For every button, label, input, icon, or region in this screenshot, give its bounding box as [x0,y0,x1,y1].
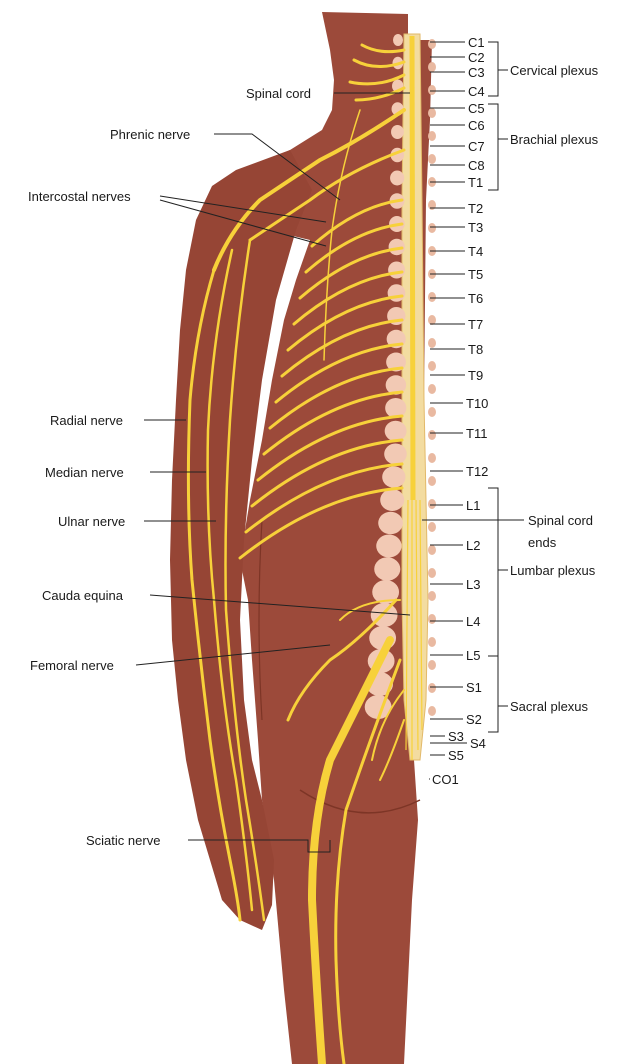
segment-label-l4: L4 [466,614,480,629]
segment-label-t2: T2 [468,201,483,216]
cervical-plexus-label: Cervical plexus [510,63,599,78]
vertebra-right-21 [428,499,436,509]
vertebra-right-24 [428,568,436,578]
vertebra-right-28 [428,660,436,670]
vertebra-right-22 [428,522,436,532]
spinal-cord-ends-label-line2: ends [528,535,557,550]
segment-label-c1: C1 [468,35,485,50]
segment-label-t10: T10 [466,396,488,411]
vertebra-22 [378,512,403,535]
phrenic-nerve-label: Phrenic nerve [110,127,190,142]
segment-label-t5: T5 [468,267,483,282]
vertebra-23 [376,535,401,558]
vertebra-1 [393,34,403,46]
vertebra-right-16 [428,384,436,394]
vertebra-21 [380,489,404,511]
segment-label-l2: L2 [466,538,480,553]
intercostal-nerves-label: Intercostal nerves [28,189,131,204]
segment-label-c7: C7 [468,139,485,154]
brachial-plexus-label: Brachial plexus [510,132,599,147]
spinal-cord-ends-label-line1: Spinal cord [528,513,593,528]
segment-label-co1: CO1 [432,772,459,787]
segment-label-s5: S5 [448,748,464,763]
vertebra-right-18 [428,430,436,440]
segment-label-s4: S4 [470,736,486,751]
segment-label-t8: T8 [468,342,483,357]
vertebra-right-19 [428,453,436,463]
vertebra-5 [391,125,404,139]
vertebra-18 [385,421,407,442]
vertebra-right-23 [428,545,436,555]
cauda-equina-label: Cauda equina [42,588,124,603]
segment-label-t6: T6 [468,291,483,306]
vertebra-right-25 [428,591,436,601]
vertebra-17 [385,398,406,418]
segment-label-c2: C2 [468,50,485,65]
segment-label-t3: T3 [468,220,483,235]
segment-label-s3: S3 [448,729,464,744]
segment-label-l5: L5 [466,648,480,663]
vertebra-right-14 [428,338,436,348]
ulnar-nerve-label: Ulnar nerve [58,514,125,529]
vertebra-right-4 [428,108,436,118]
lumbar-plexus-label: Lumbar plexus [510,563,596,578]
vertebra-right-27 [428,637,436,647]
vertebra-19 [384,444,407,465]
vertebra-right-29 [428,683,436,693]
median-nerve-label: Median nerve [45,465,124,480]
lumbar-plexus-bracket [488,488,508,656]
segment-label-c3: C3 [468,65,485,80]
segment-label-t9: T9 [468,368,483,383]
vertebra-right-1 [428,39,436,49]
segment-label-c6: C6 [468,118,485,133]
vertebra-right-5 [428,131,436,141]
vertebra-7 [390,171,404,186]
segment-label-t4: T4 [468,244,483,259]
vertebra-right-6 [428,154,436,164]
vertebra-24 [374,557,400,581]
vertebra-11 [388,262,405,279]
femoral-nerve-label: Femoral nerve [30,658,114,673]
segment-label-s2: S2 [466,712,482,727]
segment-label-c5: C5 [468,101,485,116]
vertebra-right-30 [428,706,436,716]
segment-label-t7: T7 [468,317,483,332]
cervical-plexus-bracket [488,42,508,96]
vertebra-20 [382,466,405,488]
sciatic-nerve-label: Sciatic nerve [86,833,160,848]
vertebra-right-2 [428,62,436,72]
segment-labels: C1C2C3C4C5C6C7C8T1T2T3T4T5T6T7T8T9T10T11… [429,35,488,787]
vertebra-right-20 [428,476,436,486]
vertebra-right-9 [428,223,436,233]
spinal-cord-core [412,36,413,500]
vertebra-right-12 [428,292,436,302]
radial-nerve-label: Radial nerve [50,413,123,428]
segment-label-t11: T11 [466,426,487,441]
segment-label-c4: C4 [468,84,485,99]
vertebra-right-15 [428,361,436,371]
brachial-plexus-bracket [488,104,508,190]
spinal-cord-label: Spinal cord [246,86,311,101]
vertebra-right-17 [428,407,436,417]
segment-label-c8: C8 [468,158,485,173]
vertebra-right-26 [428,614,436,624]
sacral-plexus-bracket [488,656,508,732]
segment-label-t12: T12 [466,464,488,479]
segment-label-l3: L3 [466,577,480,592]
sacral-plexus-label: Sacral plexus [510,699,589,714]
segment-label-l1: L1 [466,498,480,513]
vertebra-right-3 [428,85,436,95]
segment-label-t1: T1 [468,175,483,190]
segment-label-s1: S1 [466,680,482,695]
